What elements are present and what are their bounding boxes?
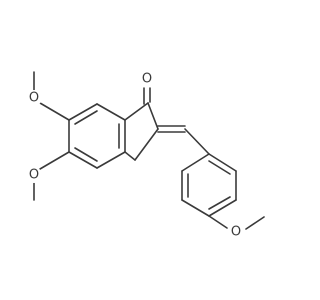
bond-benzo-inner-1 <box>74 110 98 125</box>
carbonyl-oxygen-background <box>139 71 155 87</box>
bond-benzo-inner-3 <box>74 147 98 162</box>
bond-ring-to-oxygen-right <box>208 215 228 229</box>
methoxy-oxygen-right-label: O <box>231 225 241 240</box>
bond-aryl-inner-3 <box>208 196 231 210</box>
bond-ring-to-carbonyl-carbon <box>124 102 149 121</box>
bond-aryl-ring-1 <box>181 153 210 172</box>
bond-carbonyl-carbon-to-c2 <box>147 102 159 130</box>
bond-benzo-ring-5 <box>68 151 98 169</box>
bond-aryl-ring-4 <box>208 199 237 217</box>
bond-benzo-ring-2 <box>96 103 126 121</box>
bond-c2-to-ch2 <box>134 128 159 161</box>
bond-ring-to-oxygen-middle <box>39 151 70 170</box>
molecule-structure-diagram: O O O O <box>26 71 265 240</box>
bond-benzo-ring-1 <box>68 103 98 121</box>
methoxy-oxygen-middle-label: O <box>29 168 39 183</box>
methoxy-oxygen-middle-background <box>26 167 42 183</box>
bond-benzo-ring-4 <box>96 151 126 169</box>
bond-aryl-ring-3 <box>181 199 210 217</box>
methoxy-oxygen-right-background <box>228 224 244 240</box>
methoxy-oxygen-top-label: O <box>29 91 39 106</box>
bond-aryl-ring-6 <box>208 153 237 172</box>
methoxy-oxygen-top-background <box>26 90 42 106</box>
bond-ch2-to-ring <box>124 151 136 161</box>
bond-oxygen-right-to-methyl <box>245 216 265 230</box>
bond-ch-to-aryl <box>184 128 210 155</box>
bond-aryl-inner-1 <box>208 160 231 175</box>
carbonyl-oxygen-label: O <box>142 72 152 87</box>
bond-oxygen-top-to-ring <box>39 102 70 121</box>
